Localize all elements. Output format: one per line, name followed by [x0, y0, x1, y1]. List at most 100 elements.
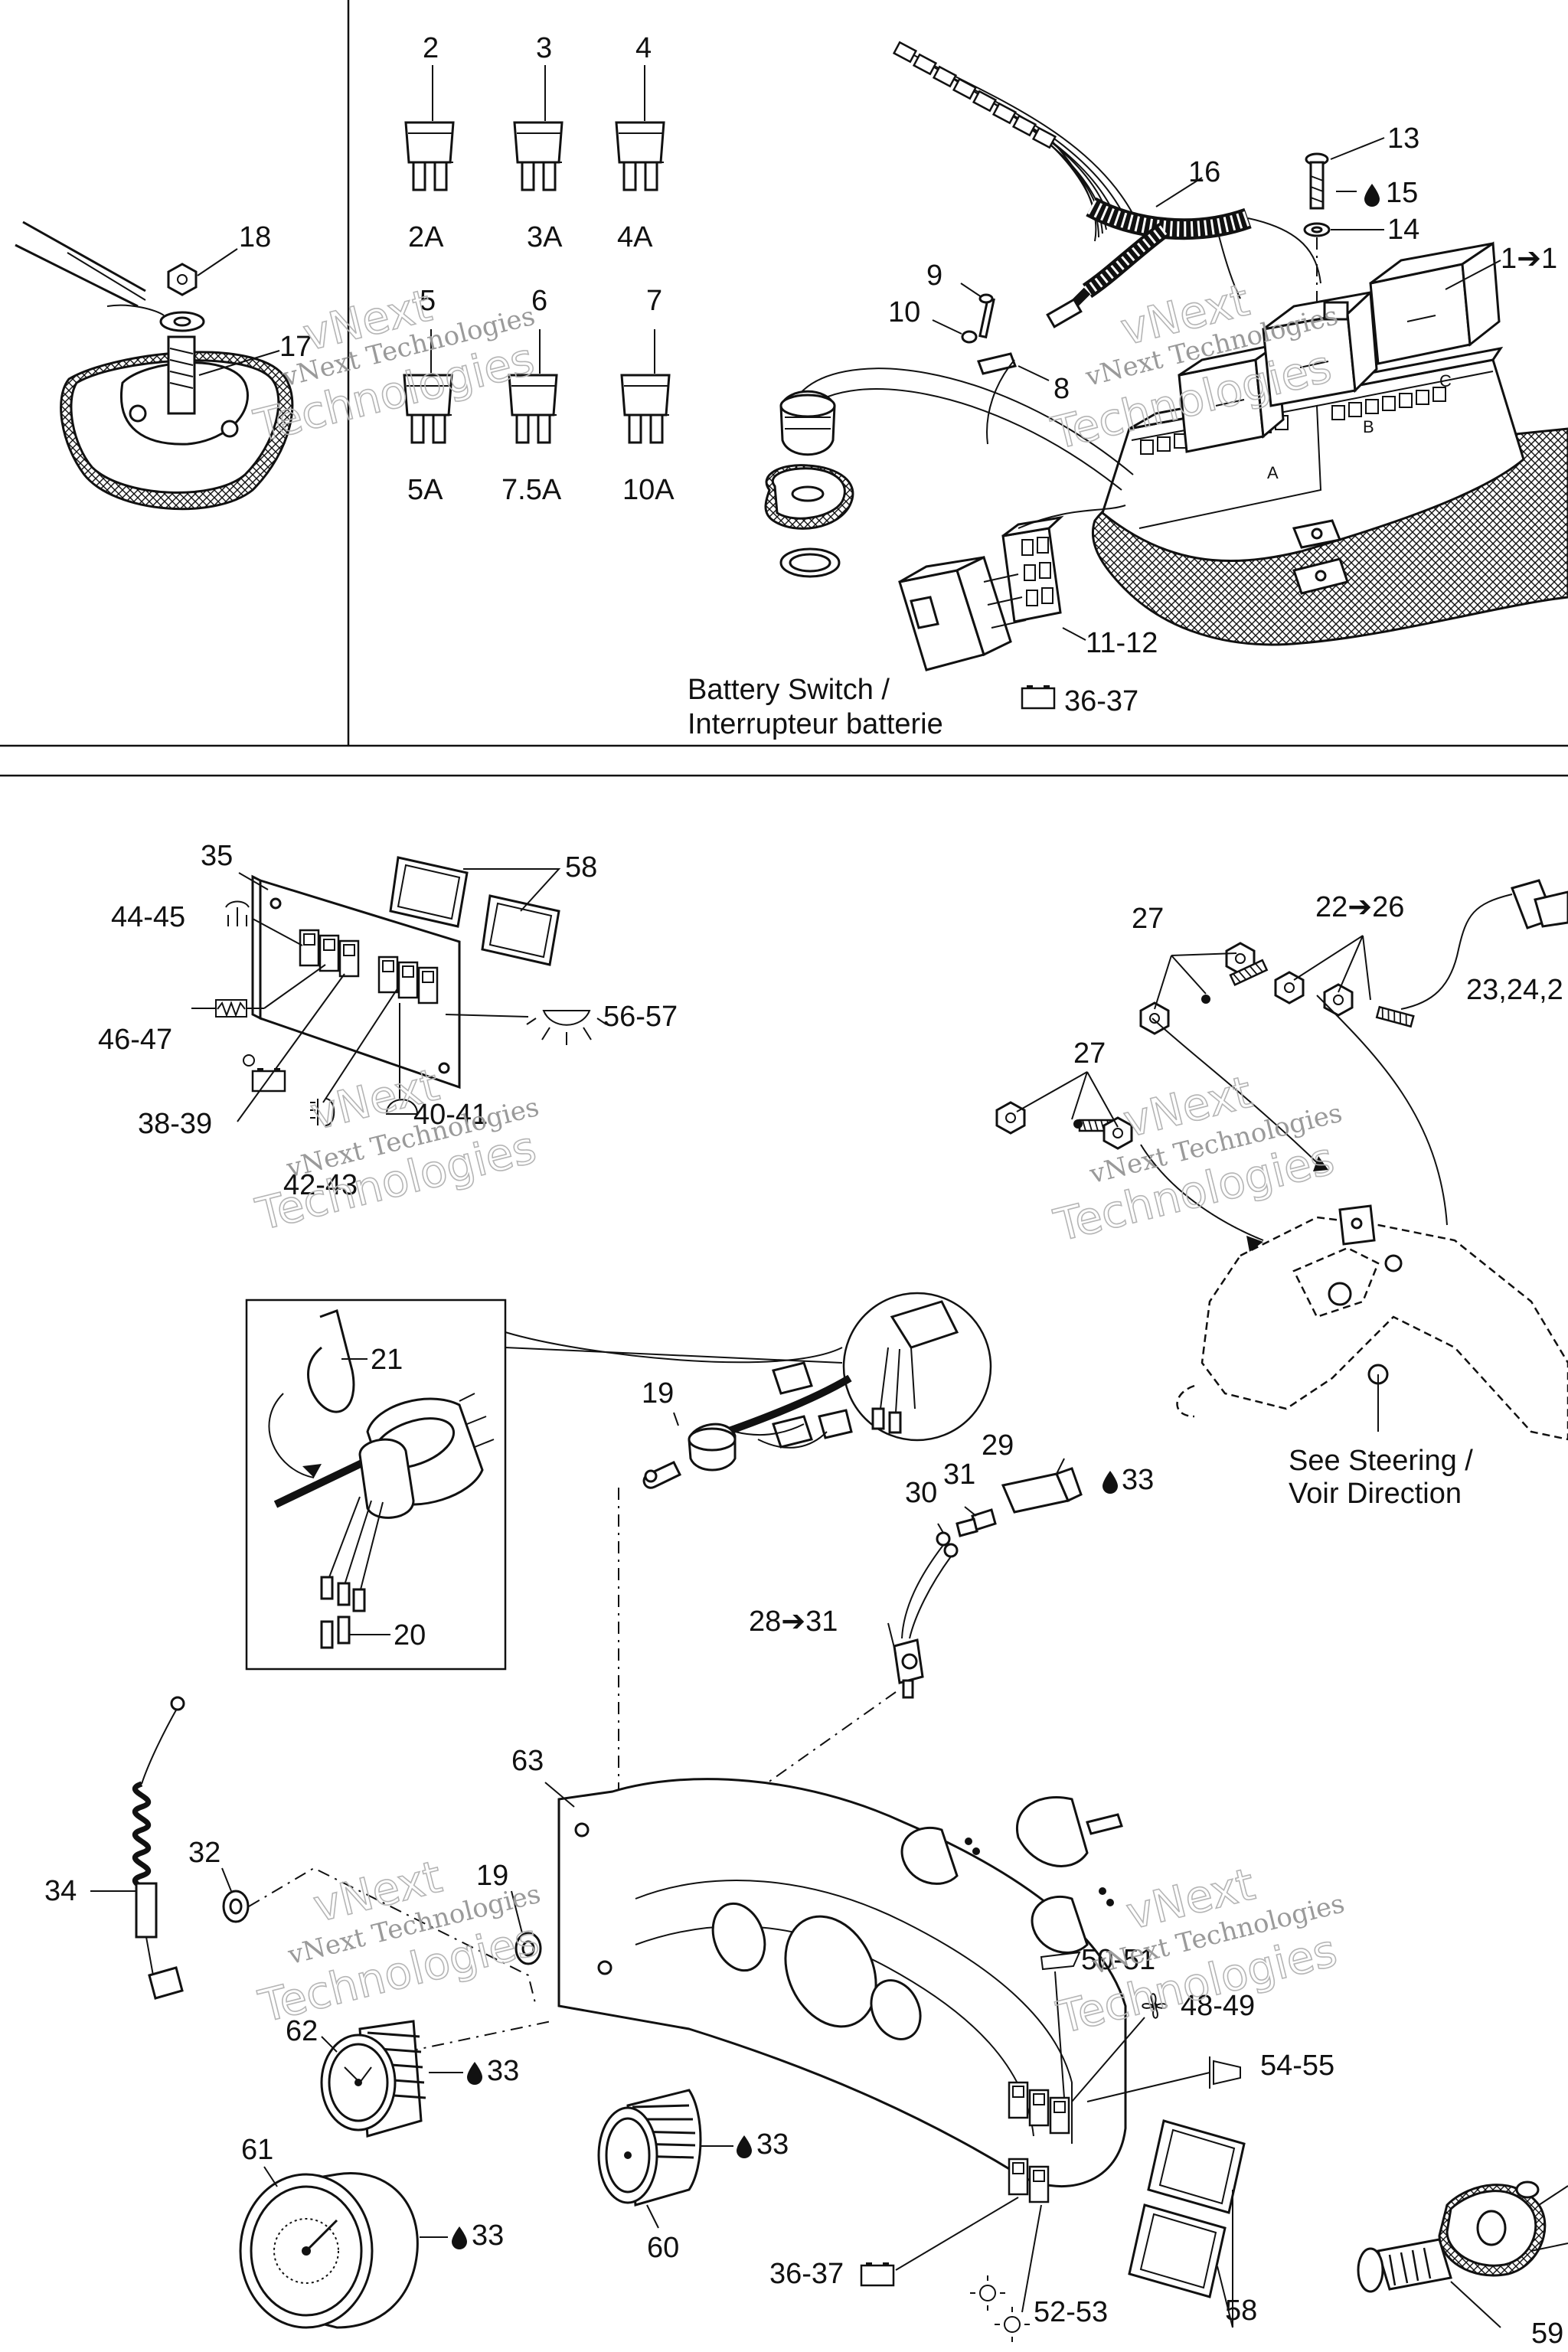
callout-62: 62 — [286, 2015, 318, 2047]
leader-38-39 — [237, 973, 345, 1122]
leader-16 — [1155, 177, 1203, 207]
horn-assembly — [1357, 2180, 1568, 2328]
callout-31: 31 — [943, 1459, 975, 1491]
leader-29 — [1056, 1458, 1065, 1475]
leader-10 — [932, 319, 962, 335]
leader-19-bottom — [511, 1890, 523, 1934]
callout-58-bottom: 58 — [1225, 2295, 1257, 2327]
leader-27-top — [1154, 952, 1237, 1010]
fuse-block-letter-a: A — [1267, 463, 1279, 482]
fuse-rating-5a: 5A — [407, 474, 443, 506]
callout-56-57: 56-57 — [603, 1001, 678, 1033]
callout-29: 29 — [982, 1429, 1014, 1462]
leader-58-top — [463, 868, 561, 912]
battery-icon-bottom — [860, 2261, 895, 2287]
bilge-icon — [225, 900, 250, 926]
see-steering-caption-fr: Voir Direction — [1289, 1478, 1462, 1510]
leader-35 — [238, 872, 269, 890]
watermark-1: vNext vNext Technologies Technologies — [248, 279, 540, 453]
callout-21: 21 — [371, 1344, 403, 1376]
fuse-block-letter-c: C — [1439, 371, 1452, 390]
callout-14: 14 — [1387, 214, 1419, 246]
callout-59: 59 — [1531, 2318, 1563, 2350]
leader-11-12 — [1062, 627, 1086, 641]
callout-5: 5 — [420, 285, 436, 317]
navigation-light-icon — [310, 1098, 335, 1126]
leader-62 — [321, 2036, 338, 2053]
callout-36-37-bottom: 36-37 — [769, 2258, 844, 2290]
callout-40-41: 40-41 — [413, 1099, 488, 1131]
callout-17: 17 — [279, 331, 312, 363]
gauge-60 — [597, 2089, 702, 2207]
leader-46-47 — [263, 964, 326, 1009]
horn-light-icon — [385, 1099, 419, 1115]
leader-18 — [197, 248, 238, 276]
callout-16: 16 — [1188, 156, 1220, 188]
centerline-32 — [248, 1867, 537, 2007]
toggle-switch-assembly — [893, 1467, 1083, 1699]
leader-30 — [937, 1523, 944, 1534]
leader-60 — [646, 2204, 659, 2229]
leader-36-37-bottom — [895, 2197, 1019, 2271]
leader-52-53 — [1021, 2204, 1042, 2313]
fuse-block — [1091, 241, 1568, 646]
callout-10: 10 — [888, 296, 920, 328]
callout-58-top: 58 — [565, 851, 597, 884]
leader-22-26 — [1293, 935, 1371, 1001]
drop-icon — [1364, 184, 1380, 207]
wiring-harness — [892, 41, 1321, 328]
leader-9 — [960, 283, 982, 298]
leader-48-49 — [1071, 2017, 1145, 2102]
battery-switch-caption-en: Battery Switch / — [688, 674, 890, 706]
fuse-block-letter-b: B — [1363, 417, 1374, 436]
callout-44-45: 44-45 — [111, 901, 185, 933]
fuse-set — [403, 65, 671, 444]
callout-8: 8 — [1054, 373, 1070, 405]
callout-48-49: 48-49 — [1181, 1990, 1255, 2022]
callout-52-53: 52-53 — [1034, 2296, 1108, 2328]
leader-54-55 — [1086, 2072, 1210, 2102]
callout-33-b: 33 — [487, 2055, 519, 2087]
callout-11-12: 11-12 — [1086, 627, 1158, 659]
callout-23-24: 23,24,2 — [1466, 974, 1563, 1006]
leader-50-51 — [1054, 1971, 1065, 2099]
leader-32 — [221, 1867, 232, 1892]
steering-sensor-assembly — [995, 879, 1568, 1441]
callout-36-37-top: 36-37 — [1064, 685, 1138, 717]
drop-icon-33d — [452, 2226, 467, 2249]
callout-15: 15 — [1386, 177, 1418, 209]
leader-1 — [1445, 260, 1501, 290]
leader-28-31 — [887, 1622, 897, 1655]
callout-4: 4 — [635, 32, 652, 64]
callout-54-55: 54-55 — [1260, 2050, 1334, 2082]
leader-17 — [198, 350, 280, 376]
horn-icon — [1209, 2056, 1241, 2089]
leader-44-45 — [252, 918, 303, 946]
decal-58 — [1128, 2119, 1246, 2298]
callout-27-mid: 27 — [1073, 1037, 1106, 1070]
fuse-rating-10a: 10A — [622, 474, 675, 506]
callout-19-bottom: 19 — [476, 1860, 508, 1892]
callout-30: 30 — [905, 1477, 937, 1509]
callout-27-top: 27 — [1132, 903, 1164, 935]
battery-switch-caption-fr: Interrupteur batterie — [688, 708, 943, 740]
callout-50-51: 50-51 — [1081, 1944, 1155, 1976]
leader-56-57 — [445, 1014, 529, 1018]
callout-33-d: 33 — [472, 2220, 504, 2252]
drop-icon-33c — [737, 2135, 752, 2158]
gauge-62 — [320, 2020, 426, 2138]
callout-35: 35 — [201, 840, 233, 872]
callout-2: 2 — [423, 32, 439, 64]
battery-icon — [1021, 684, 1056, 710]
leader-13 — [1330, 137, 1385, 160]
callout-33-c: 33 — [756, 2128, 789, 2161]
fuse-rating-4a: 4A — [617, 221, 653, 253]
gauge-61 — [239, 2172, 419, 2329]
battery-icon-panel — [243, 1054, 286, 1093]
callout-34: 34 — [44, 1875, 77, 1907]
leader-27-mid — [1016, 1071, 1119, 1128]
cable-stud-assembly — [15, 220, 294, 511]
callout-7: 7 — [646, 285, 662, 317]
callout-38-39: 38-39 — [138, 1108, 212, 1140]
battery-switch-assembly — [764, 368, 1134, 671]
